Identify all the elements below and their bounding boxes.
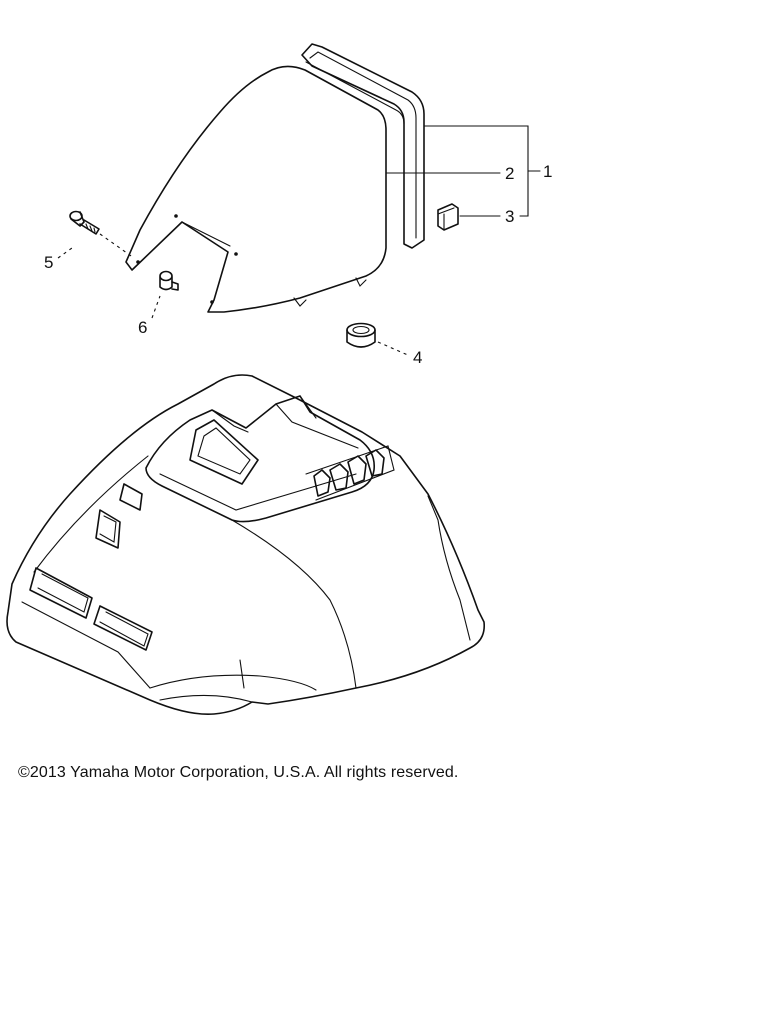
windshield-trim-seal	[301, 43, 425, 249]
callout-6: 6	[138, 318, 147, 337]
callout-4: 4	[413, 348, 422, 367]
copyright-notice: ©2013 Yamaha Motor Corporation, U.S.A. A…	[18, 764, 459, 781]
bolt	[69, 210, 135, 259]
leader-lines	[57, 125, 541, 357]
nut	[159, 270, 179, 291]
callout-3: 3	[505, 207, 514, 226]
clip	[437, 203, 459, 231]
windshield	[125, 65, 387, 313]
callout-2: 2	[505, 164, 514, 183]
hood-cowling	[6, 374, 486, 716]
side-vents	[305, 445, 395, 501]
front-vents	[29, 483, 153, 651]
callout-1: 1	[543, 162, 552, 181]
grommet	[346, 322, 376, 348]
callout-5: 5	[44, 253, 53, 272]
